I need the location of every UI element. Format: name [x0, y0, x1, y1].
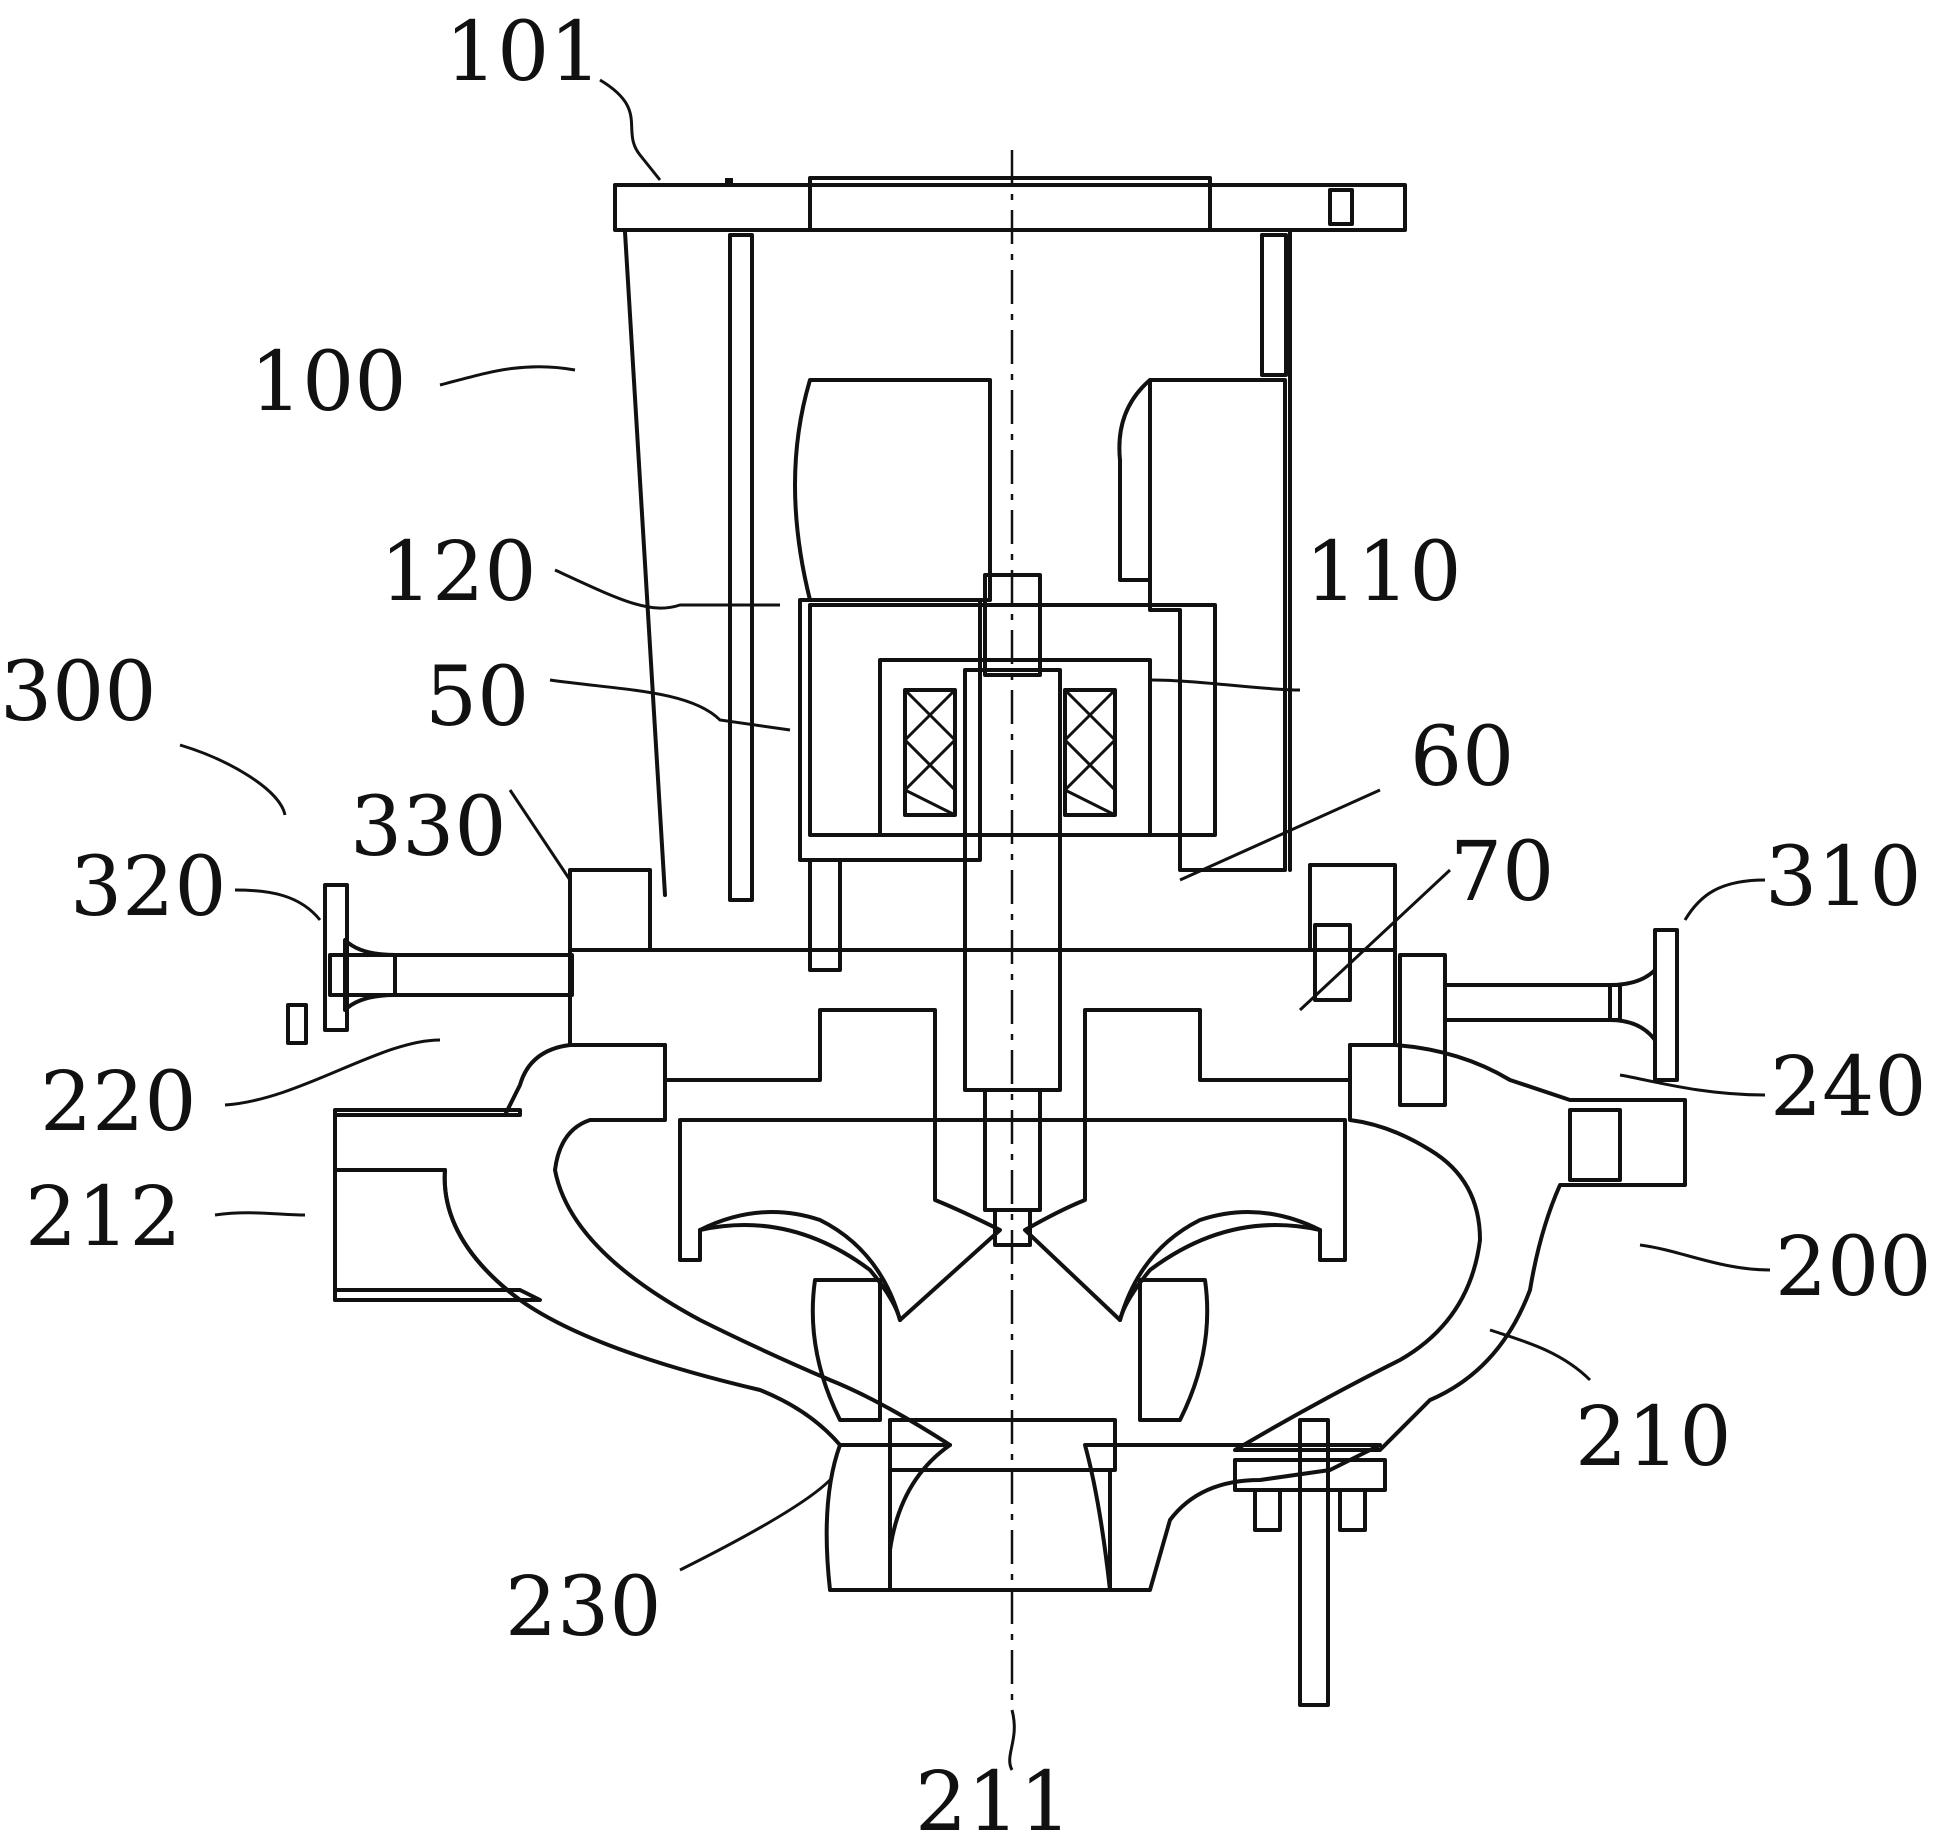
label-220: 220: [40, 1055, 197, 1150]
bearing-assembly: [808, 573, 1217, 1247]
label-330: 330: [350, 780, 507, 875]
seal-body: [568, 948, 1397, 1122]
winding-left-lower: [798, 598, 982, 862]
discharge-wall-top: [333, 1108, 522, 1117]
impeller-right-shroud: [1023, 1118, 1347, 1322]
leader-100: [439, 365, 576, 387]
leader-330: [508, 789, 572, 881]
label-50: 50: [425, 650, 529, 745]
reference-numerals: 101 100 120 110 300 50 60 330 70 320 310…: [0, 5, 1932, 1845]
label-212: 212: [25, 1170, 182, 1265]
seal-stud-right: [1313, 923, 1352, 1002]
bearing-right-cross: [1063, 688, 1117, 817]
leader-101: [599, 78, 662, 181]
pipe-left-plug: [286, 1003, 308, 1045]
pipe-right: [1443, 983, 1622, 1022]
impeller-left-shroud: [678, 1118, 1002, 1322]
label-101: 101: [445, 5, 602, 100]
bearing-right: [1063, 688, 1117, 817]
discharge-bore: [333, 1168, 522, 1302]
shaft-top: [983, 573, 1042, 677]
leader-210: [1489, 1328, 1592, 1382]
pipe-left-flange: [323, 883, 349, 1032]
bearing-left: [903, 688, 957, 817]
leader-230: [679, 1478, 832, 1572]
foot-nut-right: [1338, 1488, 1367, 1532]
left-wall: [728, 233, 754, 902]
impeller-eye-left: [810, 1278, 882, 1422]
leader-lines: [179, 78, 1771, 1572]
flange-bolt-hole: [1328, 188, 1354, 226]
leader-70: [1298, 868, 1452, 1012]
flange-step: [725, 178, 733, 186]
pipe-left-neck: [343, 938, 397, 1012]
label-200: 200: [1775, 1220, 1932, 1315]
bearing-left-cross: [903, 688, 957, 817]
right-wall: [1260, 233, 1288, 377]
pipe-left: [328, 953, 574, 997]
label-211: 211: [915, 1755, 1072, 1845]
bracket-outline-left: [623, 230, 667, 897]
label-210: 210: [1575, 1390, 1732, 1485]
winding-right: [1148, 378, 1287, 872]
label-60: 60: [1410, 710, 1514, 805]
foot-bolt: [1233, 1418, 1387, 1707]
volute-right: [1233, 1043, 1687, 1452]
seal-stud-left: [808, 858, 842, 972]
foot-nut-left: [1253, 1488, 1282, 1532]
label-110: 110: [1305, 525, 1462, 620]
volute-casing: [333, 1043, 1687, 1592]
leader-50: [549, 678, 791, 732]
volute-right-hole: [1568, 1108, 1622, 1182]
leader-212: [214, 1211, 306, 1217]
bearing-seat: [878, 658, 1152, 837]
label-240: 240: [1770, 1040, 1927, 1135]
seal-housing: [568, 858, 1447, 1122]
label-100: 100: [250, 335, 407, 430]
impeller-vane-left: [698, 1223, 902, 1322]
motor-bracket: [613, 176, 1407, 902]
impeller-vane-right: [1118, 1223, 1322, 1322]
cooling-pipes: [286, 883, 1679, 1082]
leader-240: [1619, 1073, 1766, 1097]
label-120: 120: [380, 525, 537, 620]
winding-end-turn: [1117, 378, 1152, 582]
suction-right: [1083, 1443, 1382, 1592]
suction-bore: [888, 1468, 1112, 1592]
leader-60: [1179, 788, 1381, 882]
leader-200: [1639, 1243, 1771, 1272]
leader-110: [1149, 678, 1301, 692]
leader-320: [234, 888, 322, 921]
seal-bolt-left: [568, 868, 652, 952]
leader-120: [554, 568, 780, 610]
side-bolt-right: [1398, 953, 1447, 1107]
wear-ring: [888, 1418, 1117, 1472]
seal-bolt-right: [1308, 863, 1397, 952]
leader-300: [179, 743, 287, 816]
foot-bolt-rod: [1298, 1418, 1330, 1707]
label-310: 310: [1765, 830, 1922, 925]
label-230: 230: [505, 1560, 662, 1655]
motor-stator: [793, 378, 1287, 872]
pipe-right-neck: [1608, 968, 1657, 1042]
impeller: [678, 1118, 1347, 1422]
discharge-wall-bottom: [333, 1288, 542, 1302]
flange-bore: [808, 176, 1212, 232]
label-70: 70: [1450, 825, 1554, 920]
leader-310: [1683, 878, 1766, 921]
axis-leader: [1008, 1709, 1016, 1771]
winding-left-upper: [793, 378, 992, 602]
leader-220: [224, 1038, 441, 1107]
impeller-eye-right: [1138, 1278, 1210, 1422]
label-320: 320: [70, 840, 227, 935]
label-300: 300: [0, 645, 157, 740]
foot-plate: [1233, 1458, 1387, 1492]
pipe-right-flange: [1653, 928, 1679, 1082]
top-flange: [613, 183, 1407, 232]
